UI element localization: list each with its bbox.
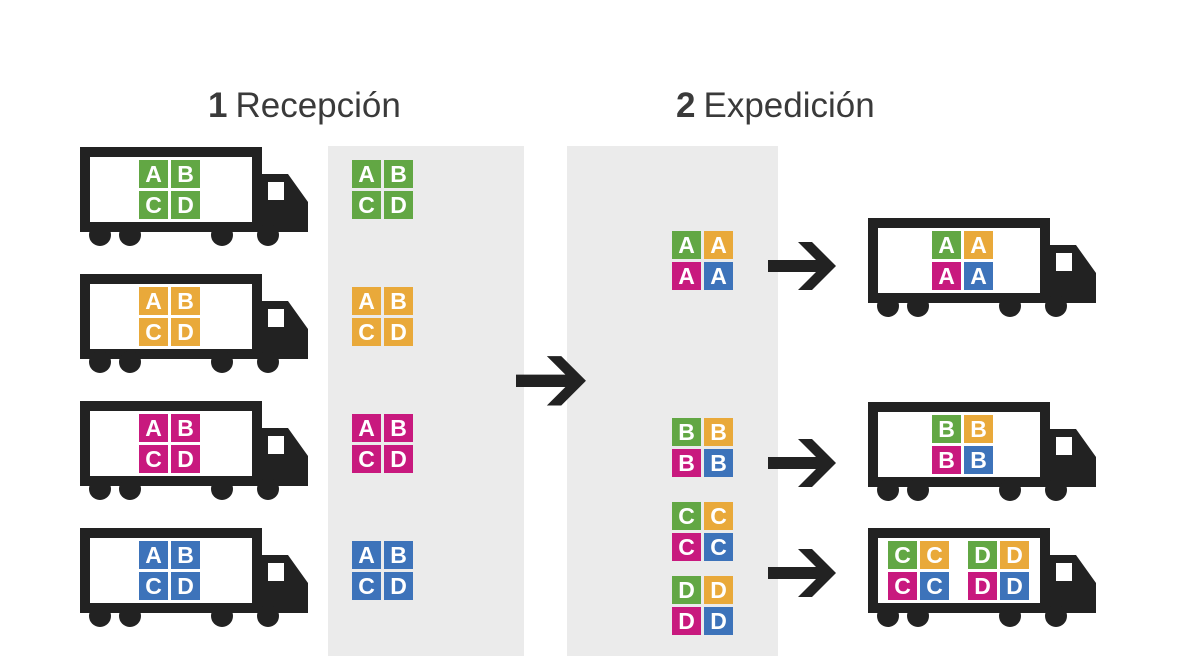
box-b: B — [171, 160, 200, 188]
step-label: Expedición — [703, 86, 875, 125]
box-b: B — [704, 418, 733, 446]
box-d: D — [171, 318, 200, 346]
box-a: A — [932, 262, 961, 290]
step-number: 1 — [208, 86, 228, 125]
box-a: A — [352, 541, 381, 569]
box-d: D — [384, 445, 413, 473]
box-a: A — [932, 231, 961, 259]
box-d: D — [171, 445, 200, 473]
box-c: C — [920, 541, 949, 569]
box-a: A — [964, 262, 993, 290]
box-b: B — [171, 287, 200, 315]
arrow-right-icon — [768, 242, 836, 290]
box-a: A — [672, 262, 701, 290]
truck-icon — [80, 147, 308, 246]
box-b: B — [932, 446, 961, 474]
box-d: D — [672, 607, 701, 635]
box-b: B — [384, 160, 413, 188]
box-b: B — [171, 414, 200, 442]
box-a: A — [139, 541, 168, 569]
box-d: D — [968, 541, 997, 569]
box-d: D — [384, 572, 413, 600]
box-c: C — [888, 541, 917, 569]
box-d: D — [1000, 572, 1029, 600]
step-label: Recepción — [235, 86, 401, 125]
box-c: C — [920, 572, 949, 600]
box-c: C — [352, 445, 381, 473]
box-b: B — [384, 287, 413, 315]
box-d: D — [672, 576, 701, 604]
box-b: B — [384, 541, 413, 569]
box-d: D — [171, 572, 200, 600]
box-a: A — [352, 160, 381, 188]
box-c: C — [352, 191, 381, 219]
box-d: D — [704, 607, 733, 635]
box-a: A — [352, 287, 381, 315]
box-b: B — [932, 415, 961, 443]
box-d: D — [968, 572, 997, 600]
box-a: A — [964, 231, 993, 259]
box-c: C — [139, 445, 168, 473]
box-a: A — [704, 262, 733, 290]
box-c: C — [704, 502, 733, 530]
box-c: C — [704, 533, 733, 561]
box-d: D — [384, 318, 413, 346]
box-c: C — [672, 533, 701, 561]
arrow-right-icon — [768, 439, 836, 487]
box-a: A — [139, 287, 168, 315]
box-a: A — [672, 231, 701, 259]
box-b: B — [964, 446, 993, 474]
box-d: D — [1000, 541, 1029, 569]
box-c: C — [888, 572, 917, 600]
arrow-right-icon — [768, 549, 836, 597]
box-b: B — [384, 414, 413, 442]
box-b: B — [171, 541, 200, 569]
box-a: A — [704, 231, 733, 259]
box-b: B — [672, 449, 701, 477]
box-c: C — [139, 191, 168, 219]
box-d: D — [704, 576, 733, 604]
box-d: D — [384, 191, 413, 219]
box-b: B — [672, 418, 701, 446]
box-c: C — [672, 502, 701, 530]
box-a: A — [139, 414, 168, 442]
box-c: C — [139, 572, 168, 600]
arrow-right-icon — [516, 356, 586, 406]
box-a: A — [139, 160, 168, 188]
box-d: D — [171, 191, 200, 219]
box-c: C — [139, 318, 168, 346]
box-c: C — [352, 318, 381, 346]
reception-zone — [328, 146, 524, 656]
box-b: B — [964, 415, 993, 443]
box-a: A — [352, 414, 381, 442]
box-c: C — [352, 572, 381, 600]
step-number: 2 — [676, 86, 696, 125]
box-b: B — [704, 449, 733, 477]
